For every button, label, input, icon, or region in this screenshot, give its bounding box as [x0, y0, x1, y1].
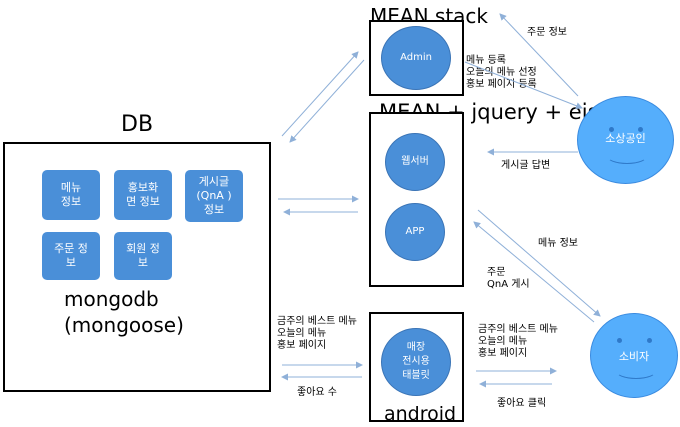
- best-menu-right-label: 금주의 베스트 메뉴 오늘의 메뉴 홍보 페이지: [478, 324, 558, 359]
- owner-right-eye: [638, 127, 643, 132]
- owner-mouth: [606, 147, 648, 164]
- consumer-smiley: 소비자: [590, 313, 678, 398]
- qna-info-tile: 게시글 (QnA ) 정보: [185, 170, 243, 222]
- arrow-app-to-consumer: [477, 209, 601, 317]
- post-reply-label: 게시글 답변: [501, 160, 551, 171]
- member-info-tile: 회원 정 보: [114, 232, 172, 280]
- tablet-node: 매장 전시용 태블릿: [381, 328, 451, 396]
- owner-label: 소상공인: [605, 132, 646, 145]
- app-node: APP: [385, 203, 445, 261]
- consumer-label: 소비자: [618, 350, 650, 363]
- arrow-admin-to-db: [289, 59, 365, 143]
- menu-info-tile: 메뉴 정보: [42, 170, 100, 220]
- arrow-consumer-to-app: [473, 221, 595, 323]
- like-click-label: 좋아요 클릭: [497, 398, 547, 409]
- likes-count-label: 좋아요 수: [297, 387, 337, 398]
- consumer-left-eye: [617, 338, 622, 343]
- owner-left-eye: [609, 127, 614, 132]
- order-info-top-label: 주문 정보: [527, 27, 567, 38]
- arrow-db-to-admin: [281, 51, 359, 137]
- menu-info-label: 메뉴 정보: [538, 238, 578, 249]
- admin-node: Admin: [381, 26, 451, 90]
- order-qna-label: 주문 QnA 게시: [487, 267, 530, 290]
- promo-info-tile: 홍보화 면 정보: [114, 170, 172, 220]
- consumer-right-eye: [647, 338, 652, 343]
- db-title: DB: [121, 112, 154, 137]
- arrow-admin-to-owner: [464, 61, 583, 110]
- arrow-owner-to-admin: [499, 13, 579, 97]
- webserver-node: 웹서버: [385, 133, 445, 191]
- best-menu-left-label: 금주의 베스트 메뉴 오늘의 메뉴 홍보 페이지: [277, 316, 357, 351]
- order-info-tile: 주문 정 보: [42, 232, 100, 280]
- owner-smiley: 소상공인: [577, 96, 674, 184]
- android-title: android: [384, 403, 457, 425]
- db-caption: mongodb (mongoose): [64, 287, 184, 337]
- admin-tasks-label: 메뉴 등록 오늘의 메뉴 선정 홍보 페이지 등록: [466, 55, 537, 90]
- consumer-mouth: [615, 362, 657, 379]
